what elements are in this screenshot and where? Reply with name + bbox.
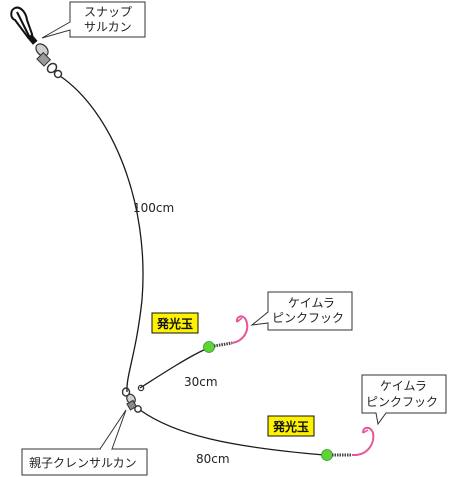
callout-hook-upper: ケイムラ ピンクフック: [250, 291, 353, 331]
glow-bead-lower-label: 発光玉: [272, 419, 309, 434]
glow-bead-lower-badge: 発光玉: [267, 415, 315, 437]
three-way-swivel-icon: [121, 384, 145, 413]
callout-snap-swivel: スナップ サルカン: [41, 1, 146, 39]
glow-bead-lower-icon: [321, 449, 333, 461]
branch-upper-length-label: 30cm: [184, 375, 218, 389]
snap-swivel-label-line2: サルカン: [84, 20, 132, 34]
hook-lower-label-line2: ピンクフック: [366, 395, 438, 409]
hook-lower-label-line1: ケイムラ: [380, 379, 427, 393]
three-way-swivel-label: 親子クレンサルカン: [29, 456, 137, 470]
hook-lower-icon: [332, 426, 375, 457]
snap-swivel-icon: [10, 6, 63, 79]
snap-swivel-label-line1: スナップ: [84, 5, 132, 19]
callout-hook-lower: ケイムラ ピンクフック: [361, 374, 447, 426]
hook-upper-icon: [213, 315, 249, 348]
glow-bead-upper-badge: 発光玉: [151, 312, 199, 334]
branch-lower-length-label: 80cm: [196, 452, 230, 466]
upper-branch-line: [139, 348, 207, 389]
glow-bead-upper-label: 発光玉: [156, 316, 193, 331]
hook-upper-label-line1: ケイムラ: [288, 296, 335, 310]
main-line: [59, 75, 144, 393]
hook-upper-label-line2: ピンクフック: [272, 311, 344, 325]
leader-length-label: 100cm: [133, 201, 174, 215]
lower-branch-line: [139, 409, 325, 456]
callout-three-way-swivel: 親子クレンサルカン: [21, 409, 148, 476]
glow-bead-upper-icon: [203, 341, 215, 353]
